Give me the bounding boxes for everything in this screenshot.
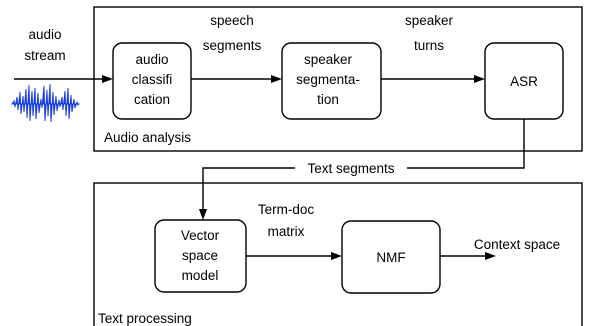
term-doc-matrix-arrow bbox=[246, 252, 342, 260]
asr-label: ASR bbox=[510, 74, 538, 89]
speaker-segmentation-box bbox=[281, 42, 382, 120]
vector-space-model-line-2: space bbox=[182, 248, 218, 263]
text-processing-frame bbox=[93, 182, 583, 326]
speaker-turns-arrow bbox=[381, 75, 485, 83]
speaker-segmentation-line-1: speaker bbox=[304, 52, 353, 67]
vector-space-model-line-1: Vector bbox=[181, 228, 220, 243]
speech-segments-line-2: segments bbox=[203, 38, 262, 53]
term-doc-matrix-line-1: Term-doc bbox=[258, 202, 315, 217]
nmf-label: NMF bbox=[376, 250, 405, 265]
speech-segments-arrow bbox=[191, 75, 282, 83]
audio-classification-line-2: classifi bbox=[132, 72, 173, 87]
speaker-turns-line-1: speaker bbox=[405, 13, 454, 28]
text-segments-label-bg bbox=[295, 158, 407, 178]
text-segments-label: Text segments bbox=[307, 161, 394, 176]
audio-waveform-icon bbox=[11, 83, 81, 123]
audio-stream-label-line-1: audio bbox=[28, 27, 61, 42]
audio-stream-label-line-2: stream bbox=[24, 48, 65, 63]
term-doc-matrix-line-2: matrix bbox=[268, 224, 305, 239]
speech-segments-line-1: speech bbox=[210, 13, 254, 28]
vector-space-model-line-3: model bbox=[182, 268, 219, 283]
text-processing-title: Text processing bbox=[98, 311, 192, 326]
speaker-segmentation-line-3: tion bbox=[317, 92, 339, 107]
audio-classification-line-1: audio bbox=[135, 52, 168, 67]
nmf-box bbox=[341, 220, 441, 294]
audio-classification-line-3: cation bbox=[134, 92, 170, 107]
audio-classification-box bbox=[112, 42, 192, 120]
speaker-turns-line-2: turns bbox=[414, 38, 444, 53]
audio-analysis-title: Audio analysis bbox=[104, 130, 191, 145]
speaker-segmentation-line-2: segmenta- bbox=[296, 72, 360, 87]
audio-stream-arrow bbox=[14, 75, 113, 83]
context-space-arrow bbox=[440, 252, 496, 260]
context-space-label: Context space bbox=[474, 237, 560, 252]
